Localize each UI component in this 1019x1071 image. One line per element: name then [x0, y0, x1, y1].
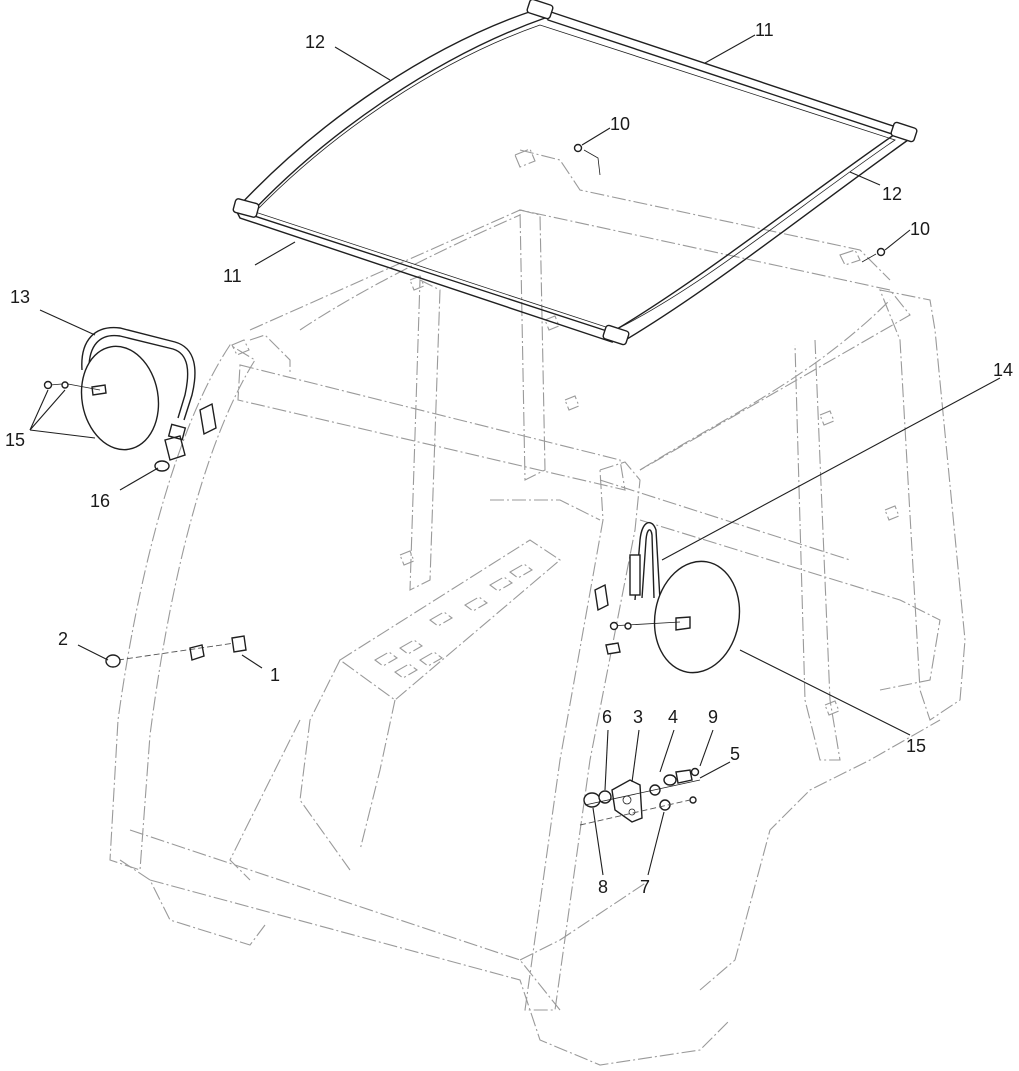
- leader-lines: [29, 34, 1001, 876]
- callout-8: 8: [598, 877, 608, 897]
- roof-glass-frame: [232, 0, 918, 346]
- callout-3: 3: [633, 707, 643, 727]
- callout-11-left: 11: [223, 266, 242, 286]
- callout-12-right: 12: [882, 184, 902, 204]
- callout-14: 14: [993, 360, 1013, 380]
- callout-10-top: 10: [610, 114, 630, 134]
- callout-16: 16: [90, 491, 110, 511]
- callout-6: 6: [602, 707, 612, 727]
- callout-4: 4: [668, 707, 678, 727]
- callout-7: 7: [640, 877, 650, 897]
- callout-12-left: 12: [305, 32, 325, 52]
- bolt-1-nut-2: [105, 635, 247, 668]
- callout-9: 9: [708, 707, 718, 727]
- callout-labels: 1 2 3 4 5 6 7 8 9 10 10 11 11 12 12 13 1…: [5, 20, 1013, 897]
- callout-13: 13: [10, 287, 30, 307]
- left-mirror-assembly: [43, 326, 217, 472]
- callout-5: 5: [730, 744, 740, 764]
- right-mirror-assembly: [594, 521, 741, 674]
- callout-1: 1: [270, 665, 280, 685]
- callout-11-top: 11: [755, 20, 774, 40]
- callout-15-left: 15: [5, 430, 25, 450]
- callout-2: 2: [58, 629, 68, 649]
- fastener-10-right: [861, 247, 886, 263]
- cab-frame-phantom: [109, 148, 966, 1066]
- fastener-10-top: [573, 143, 601, 176]
- callout-15-right: 15: [906, 736, 926, 756]
- callout-10-right: 10: [910, 219, 930, 239]
- bracket-assembly-3-9: [579, 767, 701, 826]
